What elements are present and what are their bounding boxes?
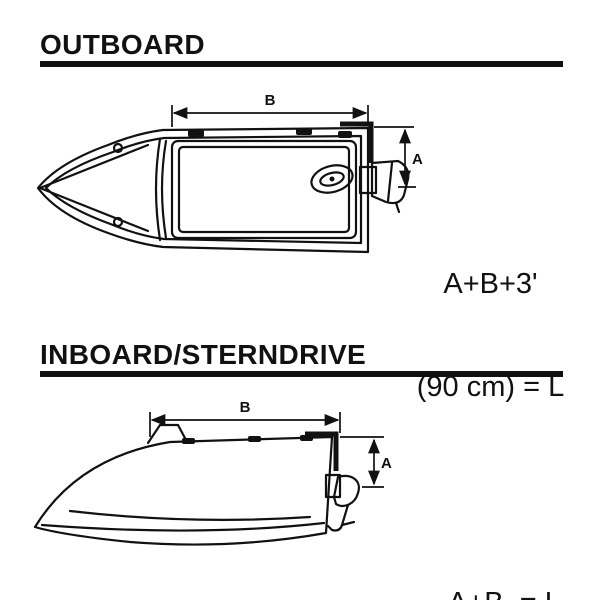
formula-inboard-line1: A+B = L xyxy=(448,586,561,600)
cockpit-outer xyxy=(170,139,358,240)
transom-corner-bracket xyxy=(340,121,374,163)
formula-outboard-line1: A+B+3' xyxy=(443,268,538,301)
dimension-b xyxy=(149,412,341,437)
spray-rail-line xyxy=(68,509,312,522)
sterndrive-body xyxy=(332,474,360,508)
title-underline-inboard xyxy=(40,371,563,377)
hull-outline xyxy=(36,126,370,254)
cockpit-inner xyxy=(177,145,351,234)
bow-v-line-bottom xyxy=(38,186,150,233)
windshield xyxy=(146,423,188,445)
bow-cleat-top xyxy=(112,142,124,154)
rim-cleat-1 xyxy=(188,130,204,137)
bow-cleat-bottom xyxy=(112,216,124,228)
dim-a-label: A xyxy=(412,151,423,168)
transom-bracket xyxy=(358,165,378,195)
dimension-a xyxy=(374,126,416,188)
motor-cowl-center xyxy=(329,176,335,182)
transom-corner-bracket xyxy=(305,431,339,471)
formula-inboard: A+B = L xyxy=(448,518,561,600)
deck-cleat-1 xyxy=(182,438,195,444)
sterndrive-leg xyxy=(326,503,350,532)
motor-cowl-outer xyxy=(310,164,354,194)
section-title-inboard: INBOARD/STERNDRIVE xyxy=(40,339,367,370)
windshield-inner xyxy=(154,137,162,242)
inboard-boat-diagram: B A xyxy=(33,399,392,546)
deck-cleat-2 xyxy=(248,436,261,442)
section-title-outboard: OUTBOARD xyxy=(40,29,205,60)
dimension-a xyxy=(340,436,384,488)
motor-cowl-inner xyxy=(319,171,345,187)
dim-b-label: B xyxy=(265,92,276,109)
dim-a-label: A xyxy=(381,455,392,472)
windshield-outer xyxy=(160,139,168,240)
chine-line xyxy=(40,521,326,532)
rim-cleat-3 xyxy=(338,131,352,138)
rim-cleat-2 xyxy=(296,128,312,135)
motor-skeg xyxy=(394,201,401,214)
outboard-boat-diagram: B A xyxy=(36,92,423,254)
deck-fittings xyxy=(188,128,352,182)
dim-b-label: B xyxy=(240,399,251,416)
dimension-b xyxy=(171,105,369,127)
hull-profile xyxy=(33,435,334,546)
bow-v-line-top xyxy=(38,143,150,190)
motor-body-detail xyxy=(386,161,394,203)
inboard-boat-sideview xyxy=(33,423,360,546)
sterndrive-fin xyxy=(340,520,356,527)
outboard-boat-topview xyxy=(36,126,410,254)
title-underline-outboard xyxy=(40,61,563,67)
